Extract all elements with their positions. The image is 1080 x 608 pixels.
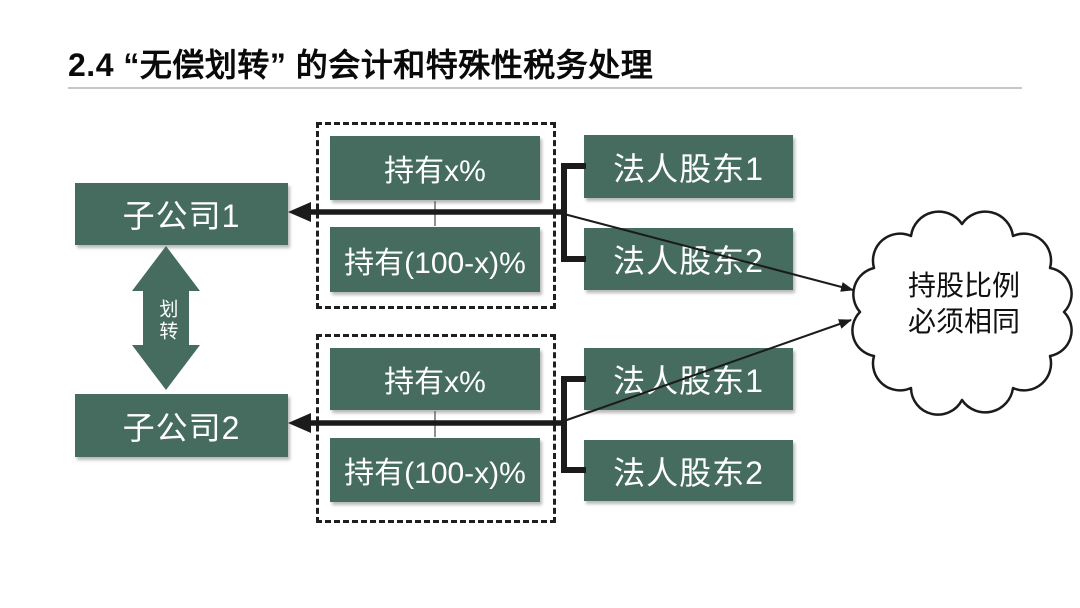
- title-divider: [68, 87, 1022, 89]
- cloud-note-line1: 持股比例: [907, 270, 1020, 301]
- subsidiary-2-box: 子公司2: [75, 394, 288, 457]
- group1-shareholder-1-box: 法人股东1: [584, 135, 793, 198]
- group2-holding-remainder-box: 持有(100-x)%: [330, 438, 540, 502]
- cloud-note: 持股比例 必须相同: [868, 268, 1060, 340]
- group1-shareholder-2-box: 法人股东2: [584, 228, 793, 290]
- page-title: 2.4 “无偿划转” 的会计和特殊性税务处理: [68, 47, 654, 83]
- group1-holding-remainder-box: 持有(100-x)%: [330, 227, 540, 292]
- thick-arrow-top-head: [288, 202, 311, 222]
- group1-holding-x-box: 持有x%: [330, 136, 540, 200]
- group2-shareholders-bracket: [561, 376, 586, 473]
- group2-shareholder-2-box: 法人股东2: [584, 440, 793, 501]
- holding-group-2-dashed-frame: [316, 334, 556, 523]
- subsidiary-1-box: 子公司1: [75, 183, 288, 245]
- thick-arrow-bottom-head: [288, 413, 311, 433]
- group2-holding-x-box: 持有x%: [330, 348, 540, 410]
- cloud-note-line2: 必须相同: [907, 305, 1020, 337]
- transfer-arrow-label: 划转: [156, 299, 178, 343]
- holding-group-1-dashed-frame: [316, 122, 556, 309]
- group2-shareholder-1-box: 法人股东1: [584, 348, 793, 410]
- group1-shareholders-bracket: [561, 163, 586, 262]
